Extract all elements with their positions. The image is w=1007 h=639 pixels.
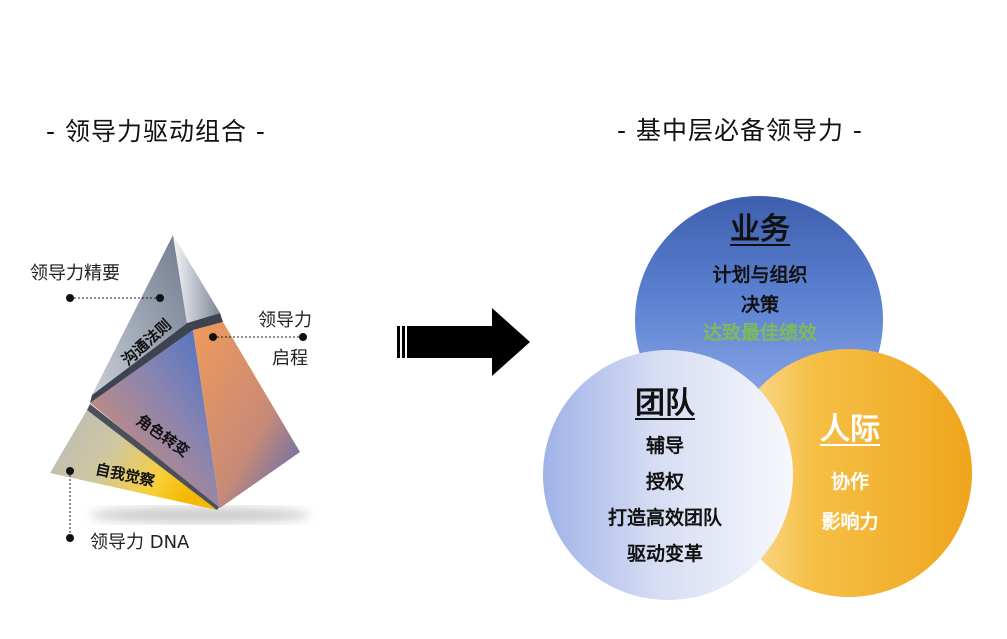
left-title: - 领导力驱动组合 - [46,117,266,146]
pyramid-bottom-layer [50,410,217,510]
label-essentials: 领导力精要 [30,263,120,284]
interpersonal-item: 影响力 [821,511,879,533]
right-title: - 基中层必备领导力 - [617,116,863,145]
label-dna: 领导力 DNA [90,532,190,553]
right-arrow-icon [397,308,530,376]
team-item: 辅导 [645,435,684,457]
team-item: 打造高效团队 [607,507,722,529]
label-start-line1: 领导力 [258,310,312,331]
callout-essentials [66,294,164,302]
team-item: 驱动变革 [626,543,703,565]
interpersonal-heading: 人际 [820,412,880,447]
business-group: 业务 计划与组织 决策 达致最佳绩效 [660,210,860,346]
team-group: 团队 辅导 授权 打造高效团队 驱动变革 [565,384,765,572]
interpersonal-item: 协作 [830,471,869,493]
pyramid-diagram: 沟通法则 角色转变 自我觉察 [50,235,310,542]
interpersonal-group: 人际 协作 影响力 [780,410,920,542]
label-start-line2: 启程 [272,348,308,369]
business-item: 决策 [740,294,779,316]
team-item: 授权 [645,471,684,493]
pyramid-middle-layer [90,330,220,508]
business-highlight: 达致最佳绩效 [702,322,817,344]
team-heading: 团队 [635,386,695,421]
business-item: 计划与组织 [712,264,808,286]
callout-dna [66,467,74,542]
callout-start [209,333,307,341]
team-circle [543,350,793,600]
pyramid-top-layer [92,235,187,395]
business-heading: 业务 [730,212,790,247]
